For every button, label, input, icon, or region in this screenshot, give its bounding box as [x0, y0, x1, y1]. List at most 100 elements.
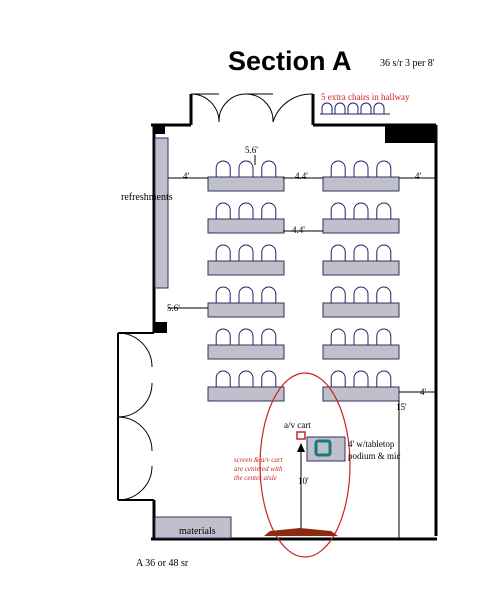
dim-right-edge-top: 4': [415, 171, 422, 181]
chair-icon: [330, 370, 346, 387]
table-row: [207, 244, 285, 276]
dim-door-gap: 5.6': [245, 145, 258, 155]
projection-screen: [264, 528, 338, 536]
chair-icon: [376, 202, 392, 219]
chair-icon: [215, 286, 231, 303]
hallway-chair-icon: [360, 102, 372, 114]
dimension-labels: 5.6' 4' 4.4' 4' 4.4' 5.6' 4' 15' 10': [167, 145, 427, 486]
table-row: [322, 286, 400, 318]
chair-icon: [261, 244, 277, 261]
table-row: [207, 160, 285, 192]
table-row: [207, 286, 285, 318]
top-doors: [190, 93, 314, 123]
av-cart-label: a/v cart: [284, 420, 311, 430]
chair-icon: [238, 286, 254, 303]
hallway-chairs: [320, 102, 390, 115]
seminar-table: [322, 260, 400, 276]
wall-block-left: [155, 322, 167, 333]
page-title: Section A: [228, 46, 352, 76]
chair-icon: [261, 160, 277, 177]
table-row: [322, 370, 400, 402]
chair-icon: [238, 328, 254, 345]
materials-table: [154, 516, 232, 539]
chair-icon: [215, 244, 231, 261]
av-cart-icon: [296, 431, 306, 530]
corner-block-top-right: [385, 125, 436, 143]
dimension-guides: [168, 155, 436, 393]
table-row: [207, 328, 285, 360]
materials-label: materials: [179, 526, 216, 537]
dim-left-wall-gap: 5.6': [167, 303, 180, 313]
chair-icon: [376, 244, 392, 261]
hallway-chair-icon: [334, 102, 346, 114]
footer-note: A 36 or 48 sr: [136, 558, 189, 569]
seminar-table: [207, 386, 285, 402]
chair-icon: [353, 202, 369, 219]
chair-icon: [376, 286, 392, 303]
chair-icon: [353, 160, 369, 177]
dim-center-aisle-mid: 4.4': [292, 225, 305, 235]
seminar-table: [322, 176, 400, 192]
screen-note: screen & a/v cart are centered with the …: [234, 456, 284, 482]
seminar-table: [322, 218, 400, 234]
chair-icon: [261, 202, 277, 219]
hallway-note: 5 extra chairs in hallway: [321, 92, 410, 102]
refreshments-table: [154, 137, 169, 289]
podium-label-line2: podium & mic: [348, 451, 401, 461]
seminar-table: [322, 302, 400, 318]
seminar-table: [322, 386, 400, 402]
table-row: [322, 328, 400, 360]
corner-block-top-left: [153, 125, 165, 134]
hallway-chair-icon: [321, 102, 333, 114]
seminar-table: [322, 344, 400, 360]
chair-icon: [353, 370, 369, 387]
chair-icon: [215, 328, 231, 345]
chair-icon: [353, 286, 369, 303]
seating-summary: 36 s/r 3 per 8': [380, 58, 435, 69]
seating-area: [207, 160, 400, 402]
seminar-table: [207, 302, 285, 318]
screen-note-line2: are centered with: [234, 465, 283, 473]
dim-left-edge: 4': [183, 171, 190, 181]
chair-icon: [330, 160, 346, 177]
chair-icon: [353, 328, 369, 345]
chair-icon: [330, 202, 346, 219]
table-row: [322, 160, 400, 192]
av-callout-ellipse: [259, 372, 351, 558]
seminar-table: [207, 176, 285, 192]
seminar-table: [207, 344, 285, 360]
chair-icon: [261, 286, 277, 303]
podium-label-line1: 4' w/tabletop: [348, 439, 395, 449]
chair-icon: [215, 160, 231, 177]
podium-table: [306, 436, 346, 462]
seminar-table: [207, 260, 285, 276]
dim-right-edge-bottom: 4': [420, 387, 427, 397]
seminar-table: [207, 218, 285, 234]
screen-note-line3: the center aisle: [234, 474, 277, 482]
refreshments-label: refreshments: [121, 192, 173, 203]
hallway-chair-icon: [373, 102, 385, 114]
chair-icon: [330, 244, 346, 261]
hallway-chair-icon: [347, 102, 359, 114]
chair-icon: [376, 328, 392, 345]
dim-center-aisle-top: 4.4': [295, 171, 308, 181]
chair-icon: [330, 328, 346, 345]
chair-icon: [261, 328, 277, 345]
table-row: [207, 202, 285, 234]
chair-icon: [376, 160, 392, 177]
dim-right-depth: 15': [396, 402, 407, 412]
chair-icon: [215, 370, 231, 387]
chair-icon: [238, 370, 254, 387]
chair-icon: [261, 370, 277, 387]
table-row: [322, 244, 400, 276]
side-doors: [117, 332, 153, 501]
chair-icon: [238, 244, 254, 261]
chair-icon: [215, 202, 231, 219]
chair-icon: [353, 244, 369, 261]
screen-note-line1: screen & a/v cart: [234, 456, 284, 464]
dim-screen-distance: 10': [298, 476, 309, 486]
table-row: [207, 370, 285, 402]
chair-icon: [238, 160, 254, 177]
chair-icon: [330, 286, 346, 303]
